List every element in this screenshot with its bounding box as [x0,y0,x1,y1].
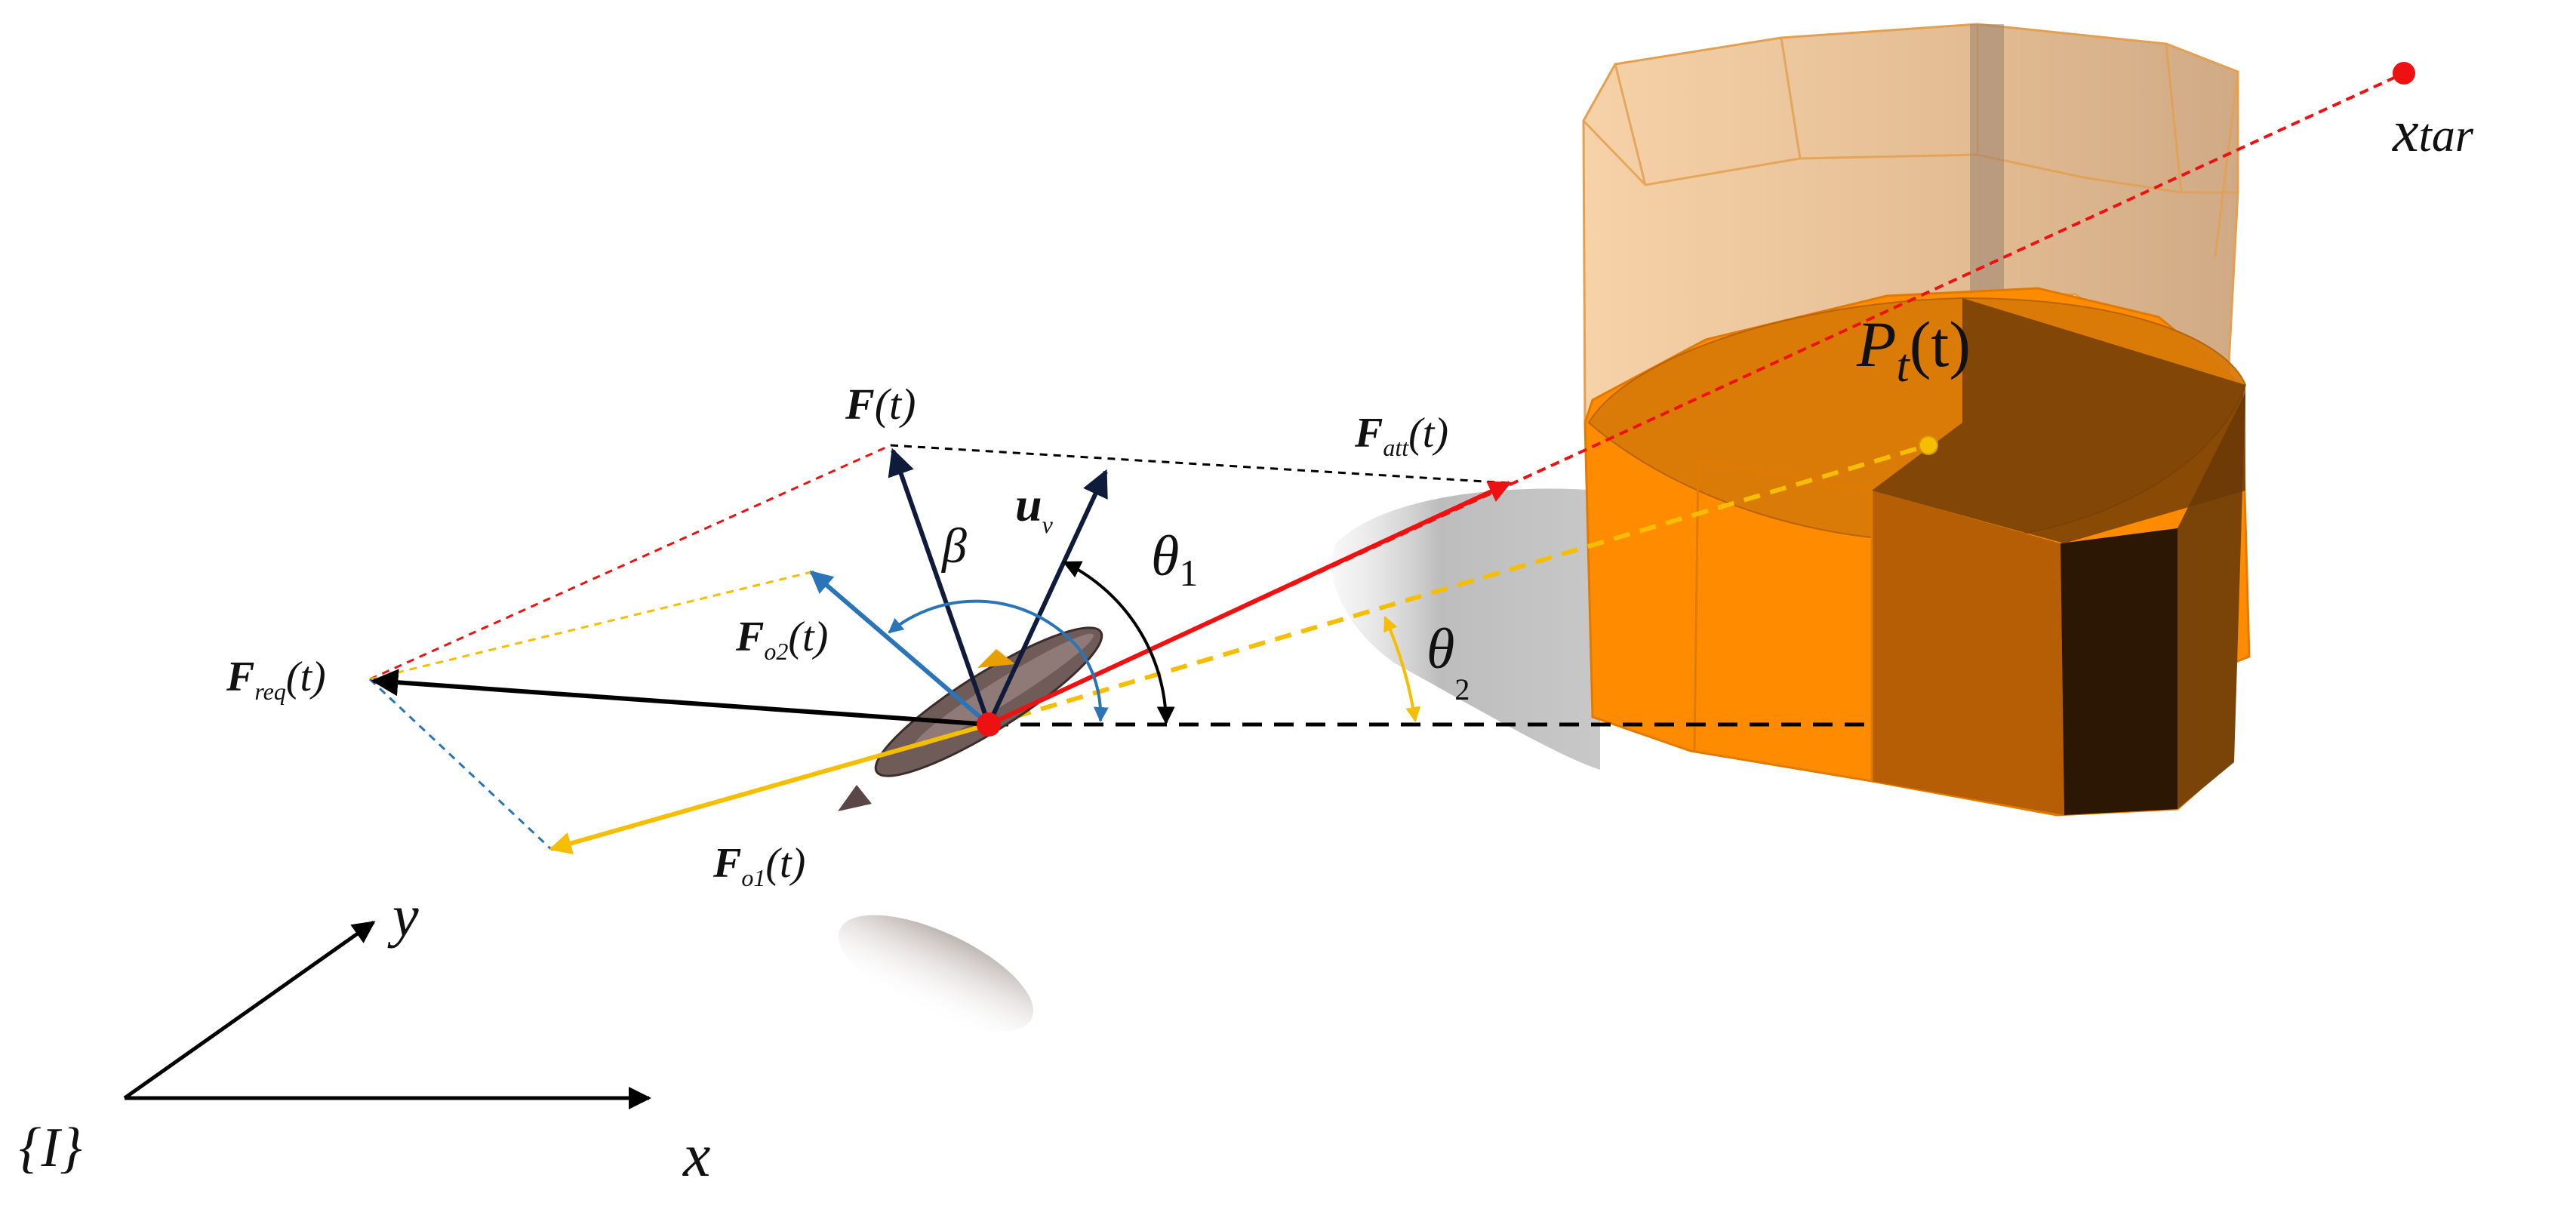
theta1-arc [1062,561,1175,725]
f-att-label: Fatt(t) [1354,410,1448,461]
target-point [2393,62,2415,85]
theta2-arc [1383,616,1421,722]
f-o1-vector [549,722,989,855]
theta1-label: θ1 [1151,525,1198,594]
pt-label: Pt(t) [1856,308,1971,392]
force-vectors [371,448,1512,855]
x-axis-label: x [682,1121,710,1189]
f-o2-vector [809,570,990,727]
obstacle-shadow [1331,488,1600,770]
u-v-vector [986,469,1108,726]
f-req-label: Freq(t) [226,654,326,705]
angle-arcs [888,561,1421,725]
vehicle-reflection [839,915,1033,1032]
f-total-vector [888,448,991,725]
frame-label: {I} [19,1117,82,1179]
target-label: xtar [2392,98,2474,164]
f-to-fatt-dashed [890,444,1510,485]
u-v-label: uv [1015,478,1054,538]
obstacle-prism [1331,23,2251,817]
f-o2-label: Fo2(t) [735,614,828,665]
freq-to-f-dashed [369,444,891,681]
inertial-frame [123,920,651,1109]
y-axis-label: y [387,883,419,949]
theta2-label: θ2 [1426,617,1470,706]
f-req-vector [371,669,989,727]
beta-label: β [940,518,967,574]
beta-arc [888,599,1081,651]
vehicle-position-point [977,712,1001,737]
freq-to-fo1-dashed [368,678,552,851]
f-o1-label: Fo1(t) [712,840,805,891]
f-total-label: F(t) [845,380,916,429]
y-axis-arrow [123,920,376,1100]
